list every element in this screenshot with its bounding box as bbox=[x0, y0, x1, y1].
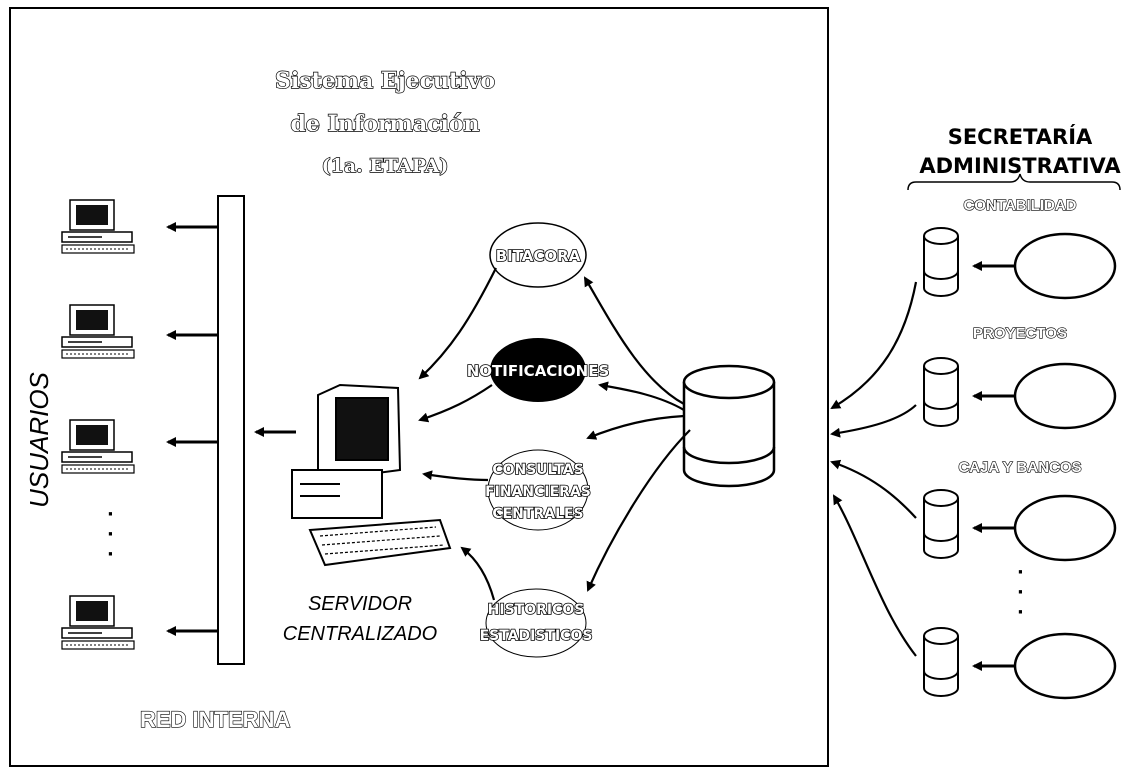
svg-text:CENTRALES: CENTRALES bbox=[492, 506, 583, 522]
users-label: USUARIOS bbox=[24, 371, 54, 507]
secretaria-header: SECRETARÍA ADMINISTRATIVA bbox=[908, 124, 1121, 190]
module-notificaciones: NOTIFICACIONES bbox=[467, 338, 610, 402]
user-computer-icon bbox=[62, 420, 134, 473]
source-label-caja-y-bancos: CAJA Y BANCOS bbox=[958, 459, 1081, 476]
internal-network-bus bbox=[218, 196, 244, 664]
database-to-module-arrows bbox=[585, 278, 690, 590]
svg-text:·: · bbox=[107, 524, 114, 545]
source-contabilidad bbox=[924, 228, 1115, 298]
svg-text:SERVIDOR: SERVIDOR bbox=[308, 593, 412, 615]
svg-text:SECRETARÍA: SECRETARÍA bbox=[948, 124, 1093, 149]
user-computer-icon bbox=[62, 305, 134, 358]
source-caja-y-bancos bbox=[924, 490, 1115, 560]
module-bitacora: BITACORA bbox=[490, 223, 586, 287]
users-ellipsis: · · · bbox=[107, 504, 114, 565]
module-consultas: CONSULTAS FINANCIERAS CENTRALES bbox=[485, 450, 591, 530]
user-computer-icon bbox=[62, 200, 134, 253]
svg-text:NOTIFICACIONES: NOTIFICACIONES bbox=[467, 362, 610, 380]
svg-text:CENTRALIZADO: CENTRALIZADO bbox=[283, 623, 437, 645]
svg-text:FINANCIERAS: FINANCIERAS bbox=[485, 484, 591, 500]
title-line-1: Sistema Ejecutivo bbox=[275, 68, 495, 94]
central-database-icon bbox=[684, 366, 774, 486]
network-label: RED INTERNA bbox=[140, 707, 290, 732]
svg-text:CONSULTAS: CONSULTAS bbox=[492, 462, 583, 478]
svg-text:BITACORA: BITACORA bbox=[496, 247, 581, 265]
database-icon bbox=[924, 358, 958, 426]
title-line-3: (1a. ETAPA) bbox=[322, 155, 449, 177]
svg-text:·: · bbox=[107, 544, 114, 565]
source-label-proyectos: PROYECTOS bbox=[973, 325, 1067, 342]
database-icon bbox=[924, 228, 958, 296]
svg-text:·: · bbox=[107, 504, 114, 525]
source-additional bbox=[924, 628, 1115, 698]
source-to-central-arrows bbox=[832, 282, 916, 656]
server-label: SERVIDOR CENTRALIZADO bbox=[283, 593, 437, 645]
svg-text:·: · bbox=[1017, 562, 1024, 583]
svg-text:·: · bbox=[1017, 582, 1024, 603]
user-computer-icon bbox=[62, 596, 134, 649]
database-icon bbox=[924, 490, 958, 558]
title-line-2: de Información bbox=[290, 111, 479, 137]
module-historicos: HISTORICOS ESTADISTICOS bbox=[480, 589, 593, 657]
diagram-title: Sistema Ejecutivo de Información (1a. ET… bbox=[275, 68, 495, 177]
source-label-contabilidad: CONTABILIDAD bbox=[963, 197, 1076, 214]
source-ellipsis: · · · bbox=[1017, 562, 1024, 623]
svg-text:ESTADISTICOS: ESTADISTICOS bbox=[480, 628, 593, 644]
database-icon bbox=[924, 628, 958, 696]
source-proyectos bbox=[924, 358, 1115, 428]
svg-text:·: · bbox=[1017, 602, 1024, 623]
svg-text:HISTORICOS: HISTORICOS bbox=[488, 602, 585, 618]
